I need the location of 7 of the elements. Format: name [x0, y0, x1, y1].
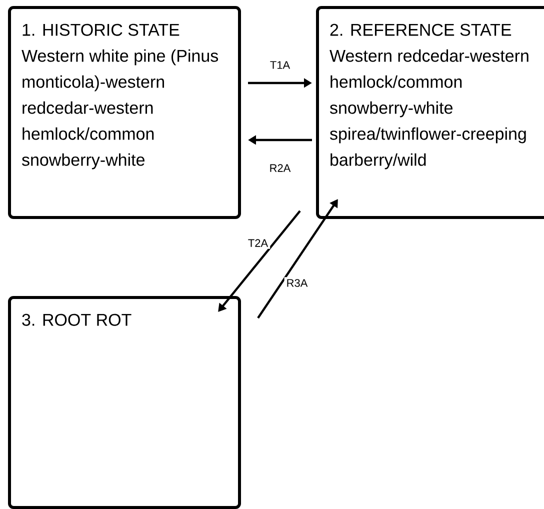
edge-label: R2A [267, 162, 293, 174]
state-box: 2. REFERENCE STATE Western redcedar-western hemlock/common snowberry-white spirea/twinflower-creeping barberry/wild [316, 6, 544, 219]
state-box: 3. ROOT ROT [8, 296, 241, 509]
edge-label: T2A [246, 237, 270, 249]
edge-label: T1A [268, 59, 292, 71]
edge-label: R3A [284, 277, 310, 289]
state-box: 1. HISTORIC STATE Western white pine (Pinus monticola)-western redcedar-western hemlock/common snowberry-white [8, 6, 241, 219]
